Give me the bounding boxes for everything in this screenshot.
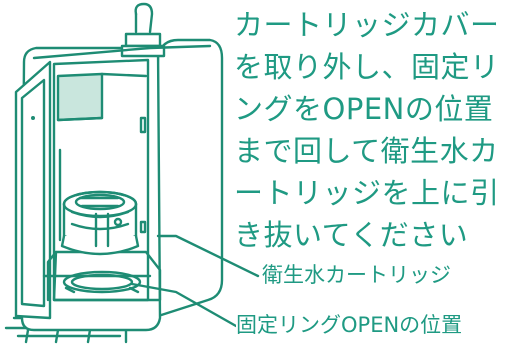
water-cartridge [60,190,140,256]
fixing-ring [62,270,142,294]
leader-cartridge [156,234,260,278]
open-door [14,60,52,320]
callout-cartridge: 衛生水カートリッジ [262,262,451,288]
leader-ring [130,282,238,328]
callout-fixing-ring: 固定リングOPENの位置 [236,312,463,338]
side-panel [150,38,224,320]
instruction-text: カートリッジカバー を取り外し、固定リ ングをOPENの位置 まで回して衛生水カ… [234,8,500,252]
